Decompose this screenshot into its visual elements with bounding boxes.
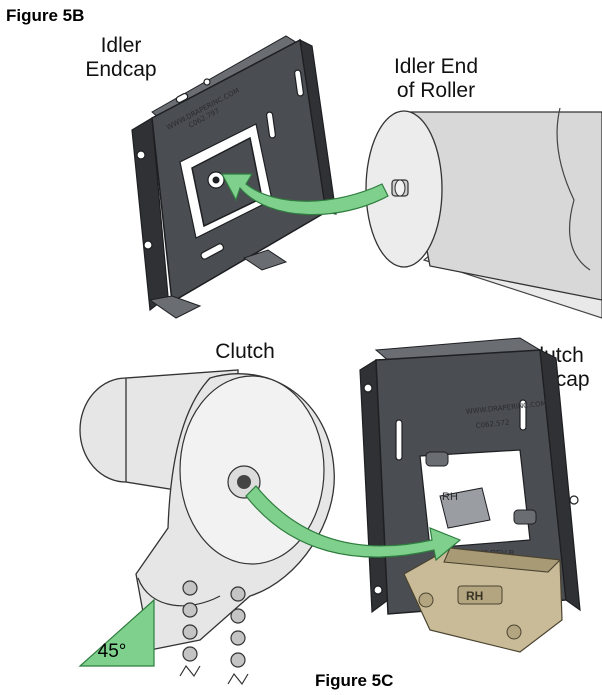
idler-foot-left: [148, 295, 202, 319]
clutch-endcap-slot-right: [519, 399, 527, 431]
roller-torn-edge: [556, 107, 591, 271]
clutch-endcap-side-hole-3: [569, 495, 579, 505]
bead-left-1: [182, 580, 198, 596]
bead-chain: [179, 580, 249, 686]
insert-peg-right: [506, 624, 522, 640]
clutch-hub-center: [237, 475, 251, 489]
insert-rh-mark: RH: [466, 589, 483, 603]
roller-pin-tip: [394, 179, 406, 197]
insert-peg-left: [418, 592, 434, 608]
insert-label-plate: [457, 585, 503, 605]
bead-left-3: [182, 624, 198, 640]
chain-break-right: [227, 672, 249, 686]
idler-slot-mid: [266, 111, 276, 139]
clutch-imprint-line2: C062.572: [475, 418, 509, 429]
clutch-endcap-clip-right: [513, 509, 537, 525]
idler-endcap-bracket: WWW.DRAPERINC.COM C062.797: [131, 35, 337, 319]
figure-5b-title: Figure 5B: [6, 6, 84, 25]
clutch-endcap-right-edge: [539, 348, 581, 612]
idler-top-slot: [175, 92, 189, 104]
clutch-endcap-clip-left: [425, 451, 449, 467]
insert-top: [443, 547, 562, 573]
bead-left-4: [182, 646, 198, 662]
figure-5c-title: Figure 5C: [315, 671, 393, 690]
clutch-endcap-slot-left: [395, 419, 403, 461]
roller-label-line2: of Roller: [397, 79, 475, 102]
idler-side-hole-2: [143, 240, 153, 250]
idler-slot-bottom: [200, 243, 225, 260]
bead-right-2: [230, 608, 246, 624]
idler-side-hole-1: [136, 150, 146, 160]
idler-right-edge: [299, 38, 337, 215]
angle-wedge: [78, 598, 155, 667]
idler-roller: [365, 107, 602, 319]
clutch-endcap-rh-mark: RH: [442, 491, 458, 503]
bead-right-4: [230, 652, 246, 668]
clutch-endcap-insert: RH: [403, 547, 563, 653]
clutch-label: Clutch: [215, 340, 275, 363]
idler-left-flange: [131, 116, 169, 312]
chain-break-left: [179, 664, 201, 678]
clutch-endcap-side-hole-1: [363, 383, 373, 393]
idler-endcap-label-line1: Idler: [101, 34, 142, 57]
clutch-chain-guide: [137, 577, 221, 607]
roller-label-line1: Idler End: [394, 55, 478, 78]
bead-right-3: [230, 630, 246, 646]
idler-foot-right: [242, 249, 288, 271]
bead-right-1: [230, 586, 246, 602]
angle-label: 45°: [98, 641, 127, 662]
bead-left-2: [182, 602, 198, 618]
idler-top-hole: [203, 78, 211, 86]
figure-5b-arrow: [220, 173, 389, 216]
clutch-endcap-tang: [439, 487, 491, 529]
clutch-endcap-side-hole-2: [373, 585, 383, 595]
idler-pin-hole-center: [212, 176, 220, 184]
figure-5c-arrow: [245, 485, 462, 562]
idler-slot-right: [294, 69, 304, 97]
clutch-assembly: [79, 369, 335, 651]
idler-endcap-label-line2: Endcap: [85, 58, 156, 81]
